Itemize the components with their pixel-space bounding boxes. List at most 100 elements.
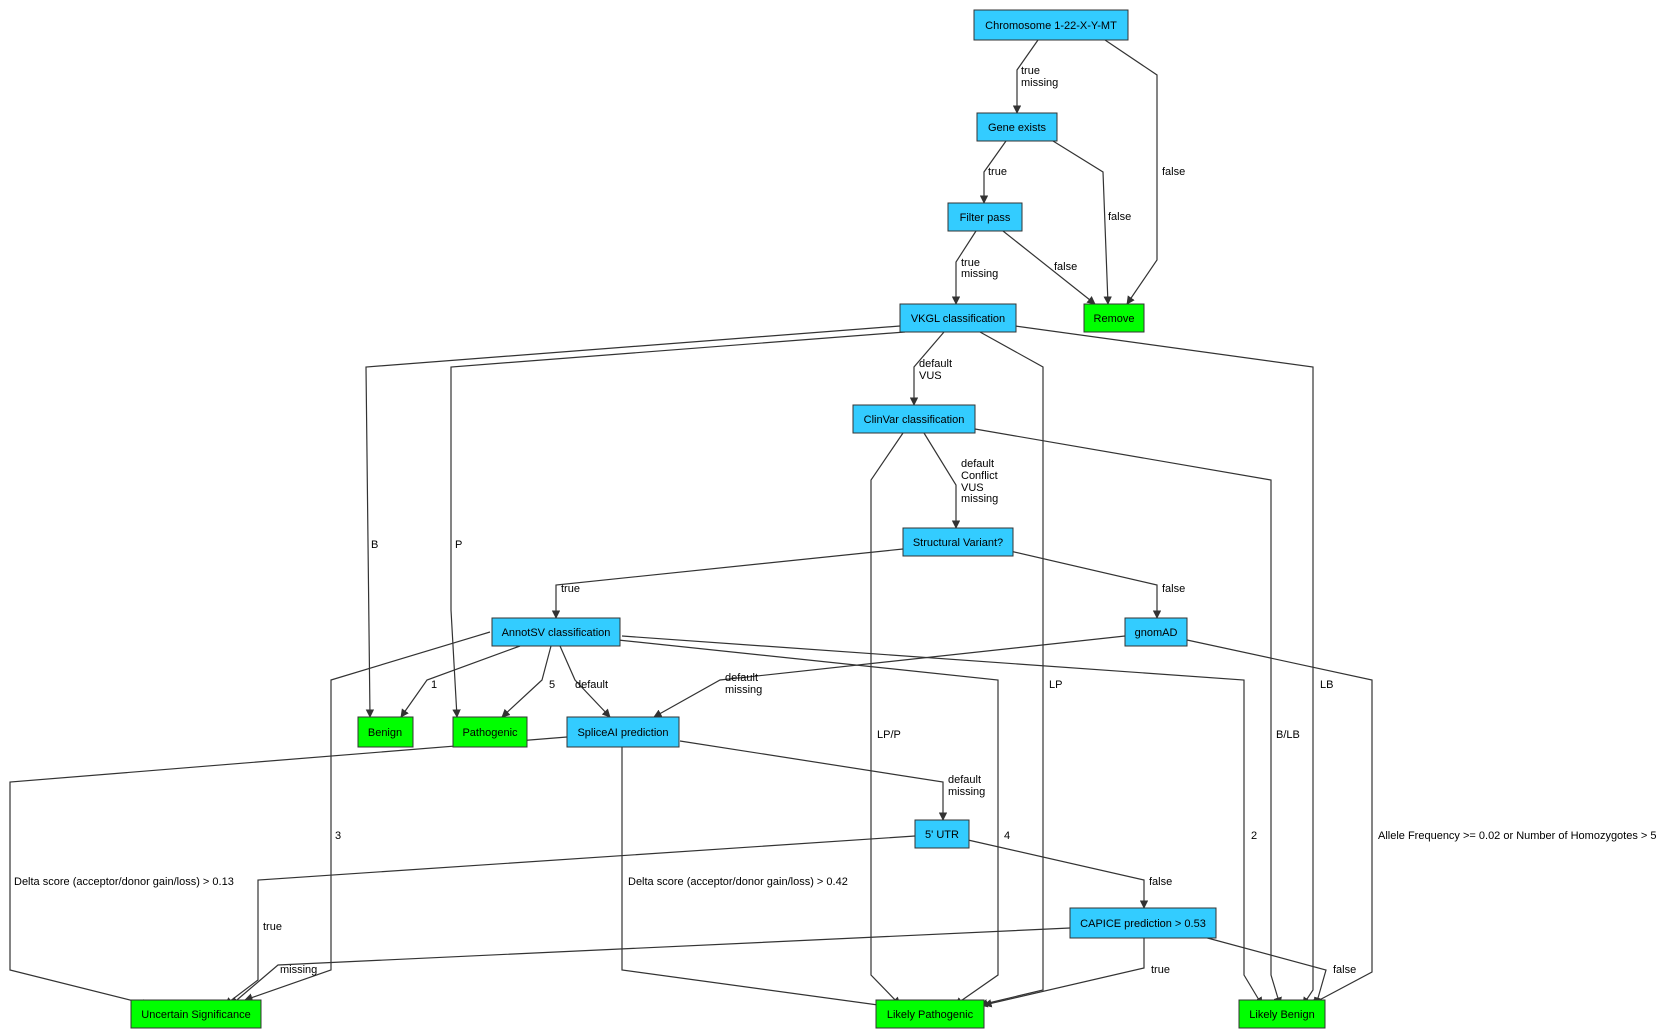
edge-label-annotsv-spliceai: default: [575, 679, 608, 691]
edge-vkgl-lb: [1014, 325, 1314, 1006]
edge-label-line: default: [961, 458, 994, 470]
edge-label-line: missing: [961, 268, 998, 280]
node-benign[interactable]: Benign: [357, 716, 414, 748]
edge-label-line: false: [1149, 876, 1172, 888]
edge-label-line: LB: [1320, 679, 1333, 691]
node-label: Uncertain Significance: [141, 1009, 250, 1021]
edge-sv-annotsv: [551, 548, 904, 619]
edge-label-line: P: [455, 539, 462, 551]
edge-label-line: 4: [1004, 830, 1010, 842]
edge-capice-vus: [230, 927, 1071, 1006]
node-filter-pass[interactable]: Filter pass: [947, 202, 1023, 232]
edge-label-clinvar-lb: B/LB: [1276, 729, 1300, 741]
edge-label-line: LP: [1049, 679, 1062, 691]
edge-label-line: B/LB: [1276, 729, 1300, 741]
edge-label-line: default: [919, 358, 952, 370]
edge-label-capice-vus: missing: [280, 964, 317, 976]
node-label: 5' UTR: [925, 829, 959, 841]
edge-annotsv-spliceai: [559, 645, 611, 718]
edge-label-line: false: [1108, 211, 1131, 223]
node-label: ClinVar classification: [864, 414, 965, 426]
node-likely-pathogenic[interactable]: Likely Pathogenic: [875, 999, 985, 1029]
node-remove[interactable]: Remove: [1083, 303, 1145, 333]
edge-label-sv-annotsv: true: [561, 583, 580, 595]
edge-label-line: true: [1151, 964, 1170, 976]
edge-clinvar-sv: [923, 432, 961, 529]
node-vkgl-classification[interactable]: VKGL classification: [899, 303, 1017, 333]
node-structural-variant[interactable]: Structural Variant?: [902, 527, 1014, 557]
edge-label-annotsv-vus: 3: [335, 830, 341, 842]
node-label: Gene exists: [988, 122, 1047, 134]
edge-label-line: LP/P: [877, 729, 901, 741]
edge-label-line: 3: [335, 830, 341, 842]
edge-label-capice-lp: true: [1151, 964, 1170, 976]
node-chromosome[interactable]: Chromosome 1-22-X-Y-MT: [973, 9, 1129, 41]
edge-chrom-gene: [1012, 39, 1039, 114]
edge-label-capice-lb: false: [1333, 964, 1356, 976]
node-spliceai-prediction[interactable]: SpliceAI prediction: [566, 716, 680, 748]
edge-label-gnomad-lb: Allele Frequency >= 0.02 or Number of Ho…: [1378, 830, 1657, 842]
edge-label-line: 5: [549, 679, 555, 691]
edge-capice-lp: [983, 938, 1145, 1008]
edge-annotsv-lb: [621, 635, 1263, 1006]
edge-label-vkgl-pathogenic: P: [455, 539, 462, 551]
edge-label-vkgl-benign: B: [371, 539, 378, 551]
node-label: Chromosome 1-22-X-Y-MT: [985, 20, 1117, 32]
edge-label-line: true: [961, 257, 980, 269]
edge-label-line: true: [561, 583, 580, 595]
edge-label-sv-gnomad: false: [1162, 583, 1185, 595]
edge-label-line: false: [1054, 261, 1077, 273]
edge-label-line: default: [575, 679, 608, 691]
edge-label-annotsv-lp: 4: [1004, 830, 1010, 842]
node-gene-exists[interactable]: Gene exists: [976, 112, 1058, 142]
edge-label-gene-remove: false: [1108, 211, 1131, 223]
edge-gene-remove: [1052, 140, 1112, 305]
node-label: Likely Pathogenic: [887, 1009, 974, 1021]
edge-label-line: Delta score (acceptor/donor gain/loss) >…: [628, 876, 848, 888]
edge-label-clinvar-lp: LP/P: [877, 729, 901, 741]
edge-label-line: false: [1162, 166, 1185, 178]
node-label: gnomAD: [1135, 627, 1178, 639]
node-capice-prediction[interactable]: CAPICE prediction > 0.53: [1069, 907, 1217, 939]
edge-label-annotsv-pathogenic: 5: [549, 679, 555, 691]
edge-label-line: false: [1333, 964, 1356, 976]
edge-label-utr5-capice: false: [1149, 876, 1172, 888]
edge-clinvar-lp: [870, 432, 904, 1006]
edge-annotsv-lp: [617, 639, 999, 1006]
edge-clinvar-lb: [974, 428, 1282, 1006]
node-clinvar-classification[interactable]: ClinVar classification: [852, 404, 976, 434]
edge-utr5-capice: [967, 839, 1149, 909]
edge-label-line: default: [948, 774, 981, 786]
edge-label-chrom-gene: true missing: [1021, 65, 1058, 89]
edge-vkgl-clinvar: [909, 331, 945, 406]
edge-label-annotsv-lb: 2: [1251, 830, 1257, 842]
edge-label-line: Delta score (acceptor/donor gain/loss) >…: [14, 876, 234, 888]
edge-label-chrom-remove: false: [1162, 166, 1185, 178]
edge-label-vkgl-clinvar: default VUS: [919, 358, 952, 382]
node-label: Likely Benign: [1249, 1009, 1314, 1021]
edge-label-annotsv-benign: 1: [431, 679, 437, 691]
edge-label-line: Allele Frequency >= 0.02 or Number of Ho…: [1378, 830, 1657, 842]
edge-capice-lb: [1199, 935, 1327, 1006]
node-5-utr[interactable]: 5' UTR: [914, 819, 970, 849]
node-likely-benign[interactable]: Likely Benign: [1238, 999, 1326, 1029]
edge-gnomad-lb: [1186, 639, 1373, 1006]
edge-gnomad-spliceai: [653, 635, 1126, 718]
edge-gene-filter: [979, 140, 1007, 204]
edge-label-line: VUS: [919, 370, 942, 382]
node-label: Filter pass: [960, 212, 1011, 224]
edge-label-line: VUS: [961, 482, 984, 494]
node-label: SpliceAI prediction: [577, 727, 668, 739]
edge-label-gnomad-spliceai: default missing: [725, 672, 762, 696]
node-uncertain-significance[interactable]: Uncertain Significance: [130, 999, 262, 1029]
edge-label-line: 1: [431, 679, 437, 691]
node-label: Remove: [1094, 313, 1135, 325]
edge-filter-vkgl: [951, 230, 977, 305]
node-pathogenic[interactable]: Pathogenic: [452, 716, 528, 748]
node-gnomad[interactable]: gnomAD: [1124, 617, 1188, 647]
edge-vkgl-lp: [979, 331, 1044, 1008]
edge-label-line: Conflict: [961, 470, 998, 482]
edge-label-utr5-vus: true: [263, 921, 282, 933]
node-annotsv-classification[interactable]: AnnotSV classification: [491, 617, 621, 647]
edge-label-spliceai-lp: Delta score (acceptor/donor gain/loss) >…: [628, 876, 848, 888]
